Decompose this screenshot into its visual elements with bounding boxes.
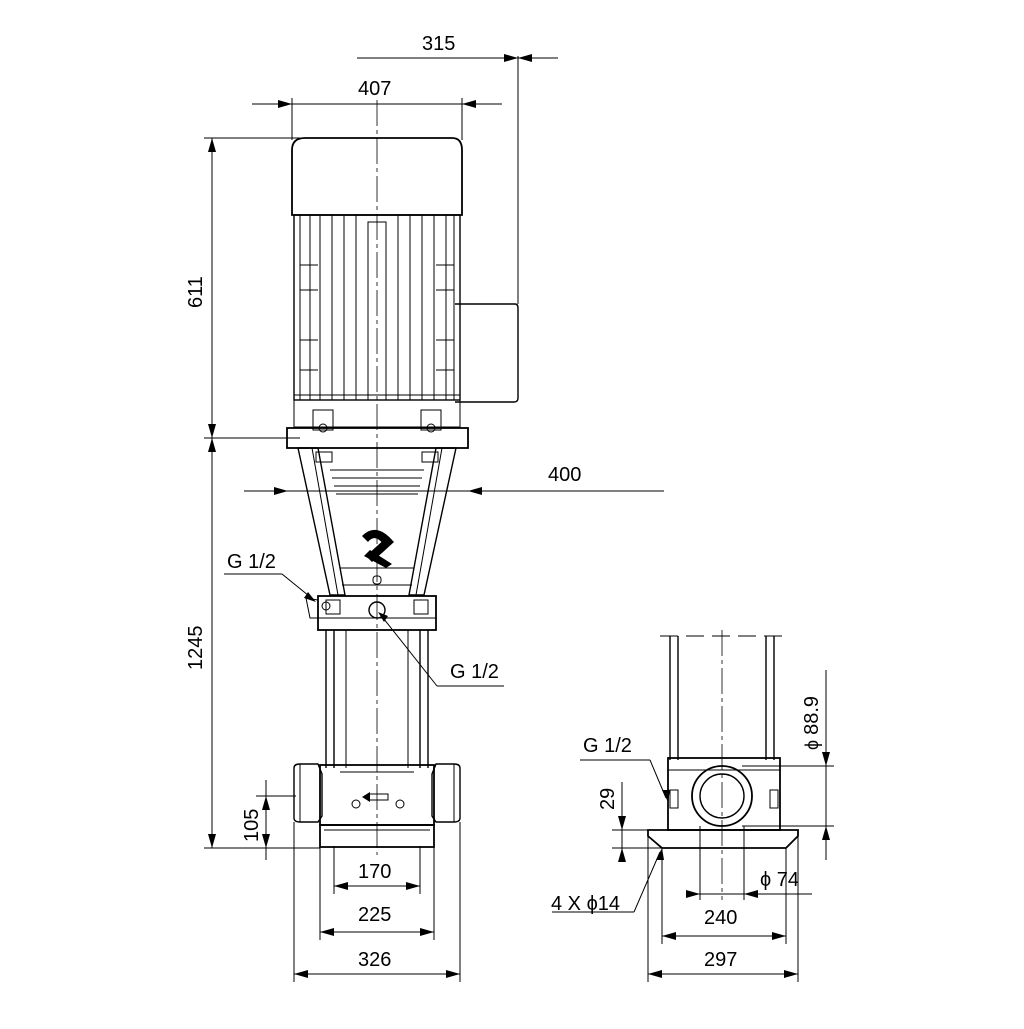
motor-stool — [297, 447, 457, 596]
dim-400-label: 400 — [548, 464, 581, 486]
dim-240-label: 240 — [704, 907, 737, 929]
side-base-plate — [647, 829, 799, 849]
dim-225-label: 225 — [358, 904, 391, 926]
leader-bolt-holes: 4 X ϕ14 — [551, 848, 664, 915]
dim-240: 240 — [661, 848, 787, 944]
dim-297-label: 297 — [704, 949, 737, 971]
dim-407-label: 407 — [358, 78, 391, 100]
pump-base — [293, 763, 461, 848]
motor-body — [293, 214, 461, 428]
label-port-side: G 1/2 — [583, 735, 632, 757]
dim-74-label: ϕ 74 — [760, 869, 799, 891]
dim-611-label: 611 — [185, 276, 207, 308]
leader-port-side: G 1/2 — [580, 735, 670, 802]
dim-bolt-holes-label: 4 X ϕ14 — [551, 893, 620, 915]
dim-1245: 1245 — [185, 438, 320, 849]
leader-port-left: G 1/2 — [224, 551, 316, 602]
side-view: G 1/2 ϕ 88.9 29 4 X ϕ14 — [551, 630, 834, 982]
dim-315-label: 315 — [422, 33, 455, 55]
dim-225: 225 — [319, 846, 435, 940]
front-view: 315 407 611 1245 — [185, 33, 664, 982]
dim-88-9-label: ϕ 88.9 — [801, 696, 823, 750]
dim-326: 326 — [293, 822, 461, 982]
leader-port-center: G 1/2 — [378, 612, 504, 687]
dim-297: 297 — [647, 836, 799, 982]
dim-611: 611 — [185, 137, 300, 439]
dim-29-label: 29 — [597, 788, 619, 810]
motor-fan-cover — [291, 137, 463, 216]
dim-400: 400 — [244, 464, 664, 495]
side-inlet-outer — [691, 765, 753, 827]
dim-1245-label: 1245 — [185, 626, 207, 671]
dim-88-9: ϕ 88.9 — [742, 670, 834, 860]
label-port-center: G 1/2 — [450, 661, 499, 683]
dim-315: 315 — [357, 33, 558, 304]
dim-170-label: 170 — [358, 861, 391, 883]
dim-170: 170 — [333, 846, 421, 894]
side-base-body — [667, 757, 781, 831]
dim-326-label: 326 — [358, 949, 391, 971]
side-inlet-inner — [699, 773, 745, 819]
terminal-box — [455, 303, 519, 403]
motor-flange — [286, 427, 469, 449]
dim-29: 29 — [597, 782, 666, 862]
dim-105: 105 — [241, 780, 296, 860]
dim-74: ϕ 74 — [686, 826, 812, 900]
pump-head — [305, 595, 437, 631]
label-port-left: G 1/2 — [227, 551, 276, 573]
grundfos-logo — [362, 529, 394, 568]
dim-105-label: 105 — [241, 809, 263, 842]
pump-sleeve — [325, 630, 429, 768]
dim-407: 407 — [252, 78, 502, 140]
